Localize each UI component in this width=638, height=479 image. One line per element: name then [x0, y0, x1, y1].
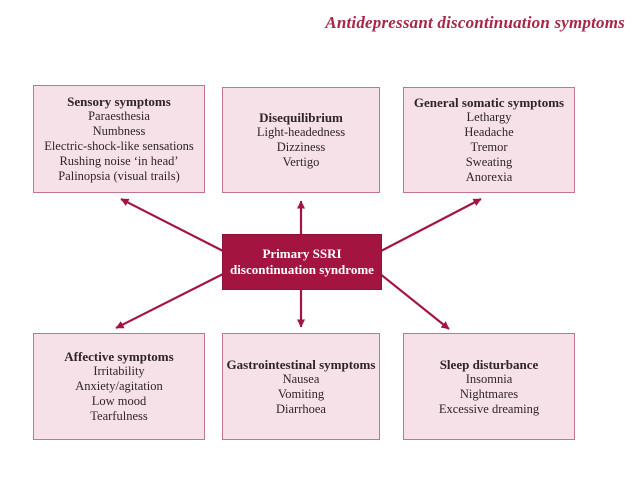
symptom-item: Diarrhoea	[276, 401, 326, 416]
symptom-item: Anxiety/agitation	[75, 379, 163, 393]
node-general-somatic-symptoms: General somatic symptoms Lethargy Headac…	[403, 87, 575, 193]
node-title: Sensory symptoms	[67, 94, 171, 109]
node-sleep-disturbance: Sleep disturbance Insomnia Nightmares Ex…	[403, 333, 575, 440]
symptom-item: Vertigo	[282, 155, 320, 169]
node-disequilibrium: Disequilibrium Light-headedness Dizzines…	[222, 87, 380, 193]
symptom-item: Nausea	[282, 371, 320, 386]
symptom-item: Irritability	[93, 364, 145, 378]
center-node-line1: Primary SSRI	[262, 246, 342, 261]
center-node-primary-ssri-discontinuation-syndrome: Primary SSRI discontinuation syndrome	[222, 234, 382, 290]
node-title: Affective symptoms	[64, 349, 174, 364]
arrow-to-sensory	[120, 198, 226, 253]
symptom-item: Dizziness	[276, 140, 326, 154]
arrow-to-sleep-disturbance	[378, 272, 450, 330]
node-sensory-symptoms: Sensory symptoms Paraesthesia Numbness E…	[33, 85, 205, 193]
symptom-item: Tearfulness	[90, 409, 148, 423]
symptom-item: Nightmares	[459, 386, 519, 401]
node-title: Disequilibrium	[259, 110, 343, 125]
symptom-item: Headache	[464, 125, 514, 139]
symptom-item: Lethargy	[466, 110, 512, 124]
node-title: General somatic symptoms	[413, 95, 565, 110]
node-title: Gastrointestinal symptoms	[226, 356, 376, 372]
symptom-item: Low mood	[91, 394, 147, 408]
symptom-item: Insomnia	[465, 371, 513, 386]
page-title: Antidepressant discontinuation symptoms	[325, 13, 625, 32]
symptom-item: Paraesthesia	[88, 109, 150, 123]
symptom-item: Excessive dreaming	[438, 401, 540, 416]
node-affective-symptoms: Affective symptoms Irritability Anxiety/…	[33, 333, 205, 440]
arrow-to-general-somatic	[378, 198, 482, 253]
node-gastrointestinal-symptoms: Gastrointestinal symptoms Nausea Vomitin…	[222, 333, 380, 440]
symptom-item: Anorexia	[465, 170, 513, 184]
symptom-item: Vomiting	[277, 386, 325, 401]
symptom-item: Tremor	[470, 140, 508, 154]
node-title: Sleep disturbance	[439, 356, 539, 372]
arrow-to-affective	[115, 272, 226, 329]
symptom-item: Sweating	[465, 155, 513, 169]
symptom-item: Light-headedness	[256, 125, 346, 139]
symptom-item: Numbness	[92, 124, 146, 138]
symptom-item: Rushing noise ‘in head’	[59, 154, 179, 168]
center-node-line2: discontinuation syndrome	[230, 262, 374, 277]
symptom-item: Palinopsia (visual trails)	[58, 169, 180, 183]
symptom-item: Electric-shock-like sensations	[44, 139, 194, 153]
